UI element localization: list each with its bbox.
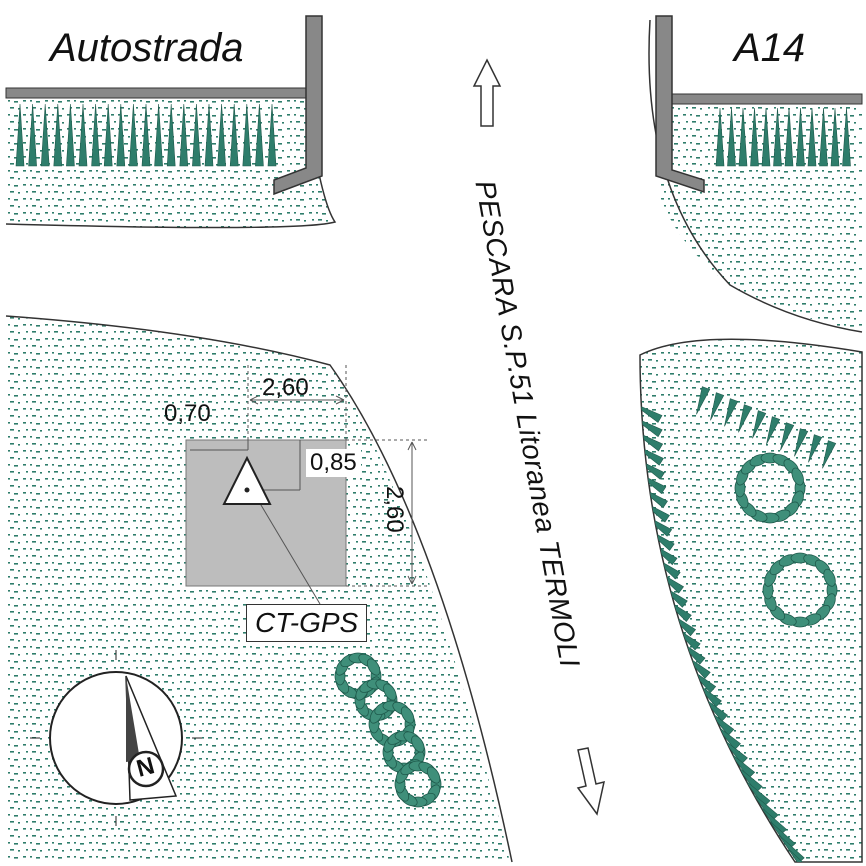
dimension-height-label: 2,60 (381, 486, 408, 533)
vegetation-top-right (655, 96, 862, 332)
shrub-leaf (383, 683, 397, 701)
tree-icon (752, 410, 767, 439)
tree-icon (116, 103, 126, 167)
tree-icon (91, 103, 100, 167)
tree-icon (154, 103, 163, 167)
tree-icon (784, 107, 794, 167)
survey-marker-icon (222, 455, 272, 505)
shrub-leaf (823, 568, 836, 587)
tree-icon (696, 386, 711, 415)
tree-icon (727, 107, 736, 167)
tree-icon (743, 778, 771, 807)
tree-icon (15, 103, 25, 167)
tree-icon (794, 428, 809, 457)
tree-icon (788, 848, 814, 862)
tree-icon (103, 103, 113, 167)
tree-icon (724, 398, 739, 427)
tree-icon (796, 107, 805, 167)
tree-icon (129, 103, 138, 167)
shrub-leaf (426, 766, 441, 784)
tree-icon (769, 820, 796, 850)
tree-icon (715, 107, 725, 167)
dimension-offset-x-label: 0,70 (164, 400, 211, 427)
dimension-offset-y-label: 0,85 (306, 449, 361, 477)
shrub-leaf (411, 735, 425, 753)
arrow-up-icon (472, 58, 502, 127)
station-label: CT-GPS (246, 604, 368, 642)
label-a14: A14 (734, 26, 806, 70)
wall-top-right (655, 15, 863, 194)
tree-icon (727, 750, 756, 779)
tree-icon (761, 107, 771, 167)
tree-icon (780, 422, 795, 451)
tree-icon (750, 107, 759, 167)
tree-icon (267, 103, 277, 167)
tree-icon (710, 392, 725, 421)
tree-icon (819, 107, 828, 167)
north-arrow-icon (30, 650, 202, 826)
shrub-cluster-bottom-left (334, 652, 442, 808)
tree-row-top-right (715, 107, 851, 167)
tree-icon (204, 103, 214, 167)
dimension-width-label: 2,60 (262, 374, 309, 401)
tree-icon (242, 103, 252, 167)
tree-icon (640, 401, 663, 423)
tree-icon (640, 415, 663, 438)
tree-icon (255, 103, 264, 167)
tree-icon (808, 434, 823, 463)
vegetation-bottom-right (639, 338, 863, 863)
shrub-leaf (791, 467, 804, 486)
tree-icon (735, 764, 763, 793)
tree-icon (842, 107, 851, 167)
label-autostrada: Autostrada (50, 26, 244, 70)
tree-icon (78, 103, 88, 167)
tree-icon (28, 103, 37, 167)
tree-icon (738, 404, 753, 433)
tree-icon (141, 103, 151, 167)
tree-icon (640, 429, 664, 452)
tree-row-top-left (15, 103, 277, 167)
tree-icon (66, 103, 75, 167)
tree-icon (751, 792, 779, 821)
shrub-leaf (366, 658, 381, 676)
tree-icon (738, 107, 748, 167)
tree-icon (766, 416, 781, 445)
tree-icon (179, 103, 189, 167)
tree-icon (807, 107, 817, 167)
tree-icon (40, 103, 50, 167)
tree-icon (229, 103, 239, 167)
tree-icon (192, 103, 201, 167)
tree-icon (166, 103, 176, 167)
dimension-lines (190, 365, 430, 605)
tree-icon (830, 107, 840, 167)
tree-icon (53, 103, 63, 167)
tree-icon (217, 103, 226, 167)
arrow-down-icon (576, 747, 605, 816)
shrub-leaf (400, 706, 415, 724)
shrub-cluster-bottom-right (734, 452, 838, 628)
wall-top-left (5, 15, 323, 196)
tree-icon (760, 806, 787, 836)
tree-icon (773, 107, 782, 167)
tree-icon (822, 440, 837, 469)
